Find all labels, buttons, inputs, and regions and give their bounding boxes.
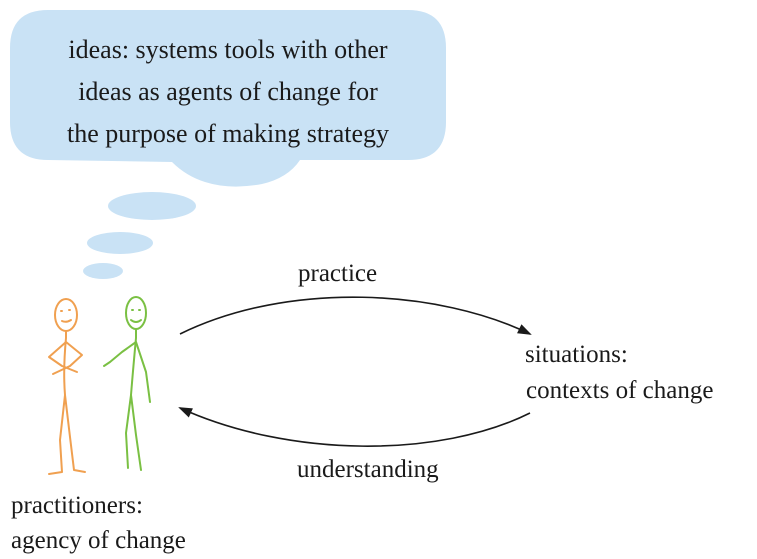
situations-subtitle: contexts of change xyxy=(526,377,714,404)
figure-green-face xyxy=(130,309,142,323)
thought-dot-large xyxy=(108,192,196,220)
bubble-text-line-1: ideas: systems tools with other xyxy=(68,35,388,64)
practice-arrow xyxy=(179,296,532,335)
thought-cloud xyxy=(10,10,446,279)
figure-orange-face xyxy=(60,309,72,323)
thought-dot-small xyxy=(83,263,123,279)
figure-green-body xyxy=(130,328,137,396)
thought-dot-medium xyxy=(87,232,153,254)
figure-orange-arms xyxy=(48,341,83,375)
bubble-text-line-2: ideas as agents of change for xyxy=(78,77,378,106)
practitioner-figure-orange xyxy=(48,298,86,475)
figure-orange-body xyxy=(63,330,67,396)
situations-title: situations: xyxy=(525,341,628,368)
understanding-arrow xyxy=(178,407,531,447)
practice-label: practice xyxy=(298,260,378,287)
understanding-label: understanding xyxy=(297,456,439,483)
figure-green-arms xyxy=(103,341,151,403)
practitioners-title: practitioners: xyxy=(11,492,143,519)
figure-green-head xyxy=(125,296,147,330)
thought-bubble xyxy=(10,10,446,187)
practitioner-figure-green xyxy=(103,296,151,471)
figure-orange-legs xyxy=(48,394,86,475)
figure-green-legs xyxy=(125,394,142,471)
figure-orange-head xyxy=(54,298,78,332)
practitioners-subtitle: agency of change xyxy=(11,527,186,554)
bubble-text-line-3: the purpose of making strategy xyxy=(66,119,390,148)
